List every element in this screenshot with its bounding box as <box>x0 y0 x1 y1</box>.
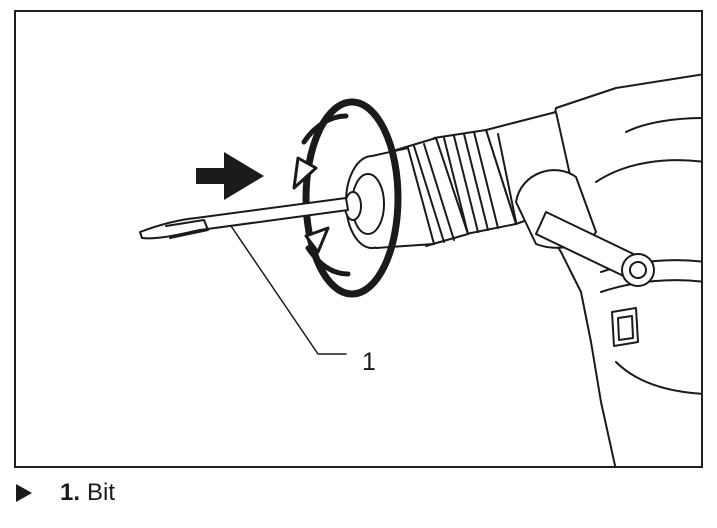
push-arrow-icon <box>196 152 264 200</box>
callout-number: 1 <box>362 348 376 376</box>
figure-frame: 1 <box>14 10 703 468</box>
side-handle <box>515 169 655 287</box>
bit <box>139 197 349 240</box>
legend: 1. Bit <box>16 478 115 508</box>
rotation-arrow-icon <box>292 98 402 298</box>
hammer-drill-illustration <box>139 73 701 466</box>
pointer-triangle-icon <box>16 484 32 502</box>
legend-item-number: 1. <box>60 479 81 506</box>
legend-item-label: Bit <box>87 479 116 506</box>
chuck-assembly <box>344 111 577 249</box>
callout-leader <box>230 225 347 355</box>
